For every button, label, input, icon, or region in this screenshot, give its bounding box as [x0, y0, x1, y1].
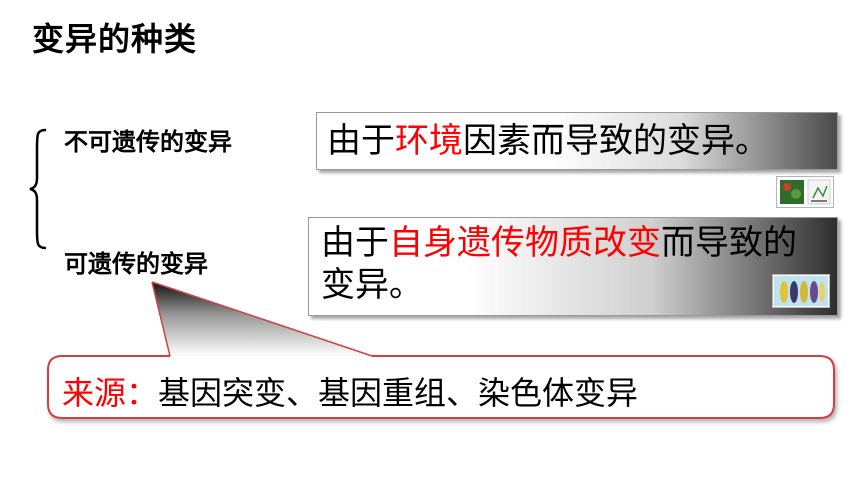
- definition-text: 由于: [327, 121, 395, 161]
- heritable-definition-box: 由于自身遗传物质改变而导致的变异。: [308, 217, 838, 316]
- highlight-term: 自身遗传物质改变: [389, 223, 661, 263]
- left-brace-icon: [29, 128, 47, 250]
- definition-text: 而导致的变异。: [321, 223, 797, 305]
- source-list: 基因突变、基因重组、染色体变异: [158, 374, 639, 412]
- heritable-variation-label: 可遗传的变异: [64, 250, 208, 278]
- corn-photo-thumbnail-icon[interactable]: [772, 274, 830, 308]
- non-heritable-variation-label: 不可遗传的变异: [64, 128, 232, 156]
- source-label: 来源：: [62, 374, 159, 412]
- definition-text: 因素而导致的变异。: [463, 121, 769, 161]
- definition-text: 由于: [321, 223, 389, 263]
- non-heritable-definition-box: 由于环境因素而导致的变异。: [316, 112, 838, 170]
- highlight-term: 环境: [395, 121, 463, 161]
- plants-photo-thumbnail-icon[interactable]: [776, 176, 834, 208]
- source-callout-text: 来源：基因突变、基因重组、染色体变异: [62, 368, 638, 414]
- page-title: 变异的种类: [32, 20, 198, 58]
